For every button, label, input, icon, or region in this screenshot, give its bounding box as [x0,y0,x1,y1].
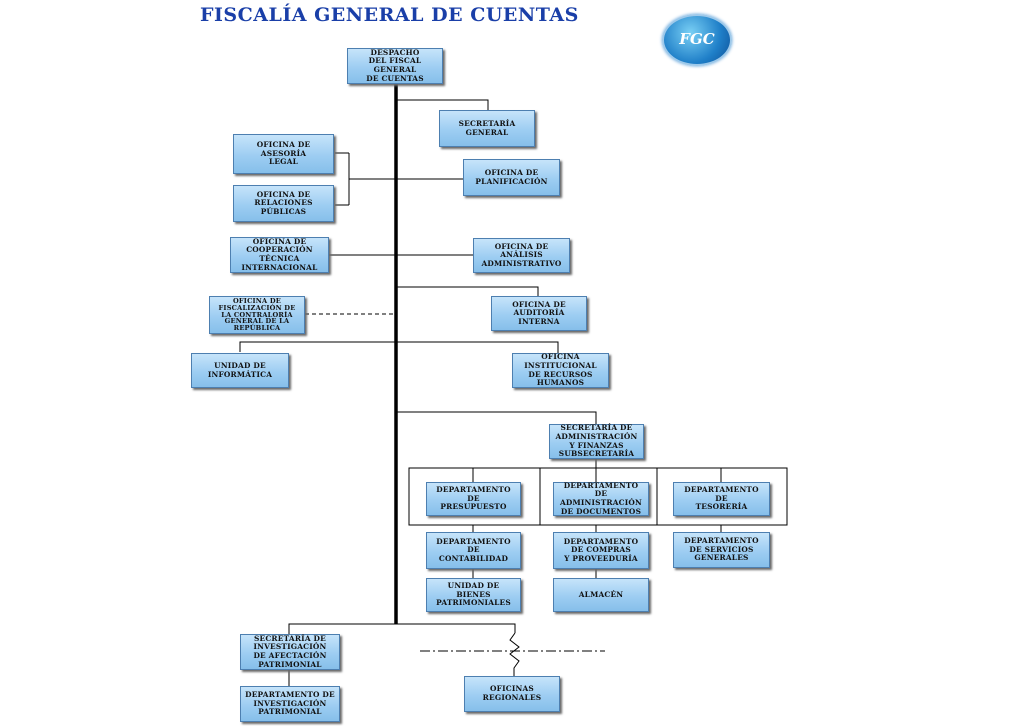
box-oficina-asesoria-legal: OFICINA DE ASESORÍA LEGAL [233,134,334,174]
logo-text: FGC [679,30,715,48]
box-departamento-contabilidad: DEPARTAMENTO DE CONTABILIDAD [426,532,521,569]
box-departamento-compras-proveeduria: DEPARTAMENTO DE COMPRAS Y PROVEEDURÍA [553,532,649,569]
box-secretaria-administracion-finanzas: SECRETARÍA DE ADMINISTRACIÓN Y FINANZAS … [549,424,644,459]
box-departamento-presupuesto: DEPARTAMENTO DE PRESUPUESTO [426,482,521,516]
box-secretaria-general: SECRETARÍA GENERAL [439,110,535,147]
box-departamento-investigacion-patrimonial: DEPARTAMENTO DE INVESTIGACIÓN PATRIMONIA… [240,686,340,722]
box-unidad-informatica: UNIDAD DE INFORMÁTICA [191,353,289,388]
box-oficina-analisis-administrativo: OFICINA DE ANÁLISIS ADMINISTRATIVO [473,238,570,273]
box-oficina-cooperacion-tecnica: OFICINA DE COOPERACIÓN TÉCNICA INTERNACI… [230,237,329,273]
box-oficina-auditoria-interna: OFICINA DE AUDITORÍA INTERNA [491,296,587,331]
box-departamento-administracion-documentos: DEPARTAMENTO DE ADMINISTRACIÓN DE DOCUME… [553,481,649,516]
box-almacen: ALMACÉN [553,578,649,612]
page-title: FISCALÍA GENERAL DE CUENTAS [200,4,579,26]
box-oficinas-regionales: OFICINAS REGIONALES [464,676,560,712]
box-secretaria-investigacion-afectacion: SECRETARÍA DE INVESTIGACIÓN DE AFECTACIÓ… [240,634,340,670]
fgc-seal-logo-icon: FGC [662,14,732,66]
box-unidad-bienes-patrimoniales: UNIDAD DE BIENES PATRIMONIALES [426,578,521,612]
box-despacho-fiscal-general: DESPACHO DEL FISCAL GENERAL DE CUENTAS [347,48,443,84]
box-departamento-tesoreria: DEPARTAMENTO DE TESORERÍA [673,482,770,516]
box-oficina-recursos-humanos: OFICINA INSTITUCIONAL DE RECURSOS HUMANO… [512,353,609,388]
box-oficina-relaciones-publicas: OFICINA DE RELACIONES PÚBLICAS [233,185,334,222]
box-oficina-fiscalizacion-contraloria: OFICINA DE FISCALIZACIÓN DE LA CONTRALOR… [209,296,305,334]
box-oficina-planificacion: OFICINA DE PLANIFICACIÓN [463,159,560,196]
box-departamento-servicios-generales: DEPARTAMENTO DE SERVICIOS GENERALES [673,532,770,568]
